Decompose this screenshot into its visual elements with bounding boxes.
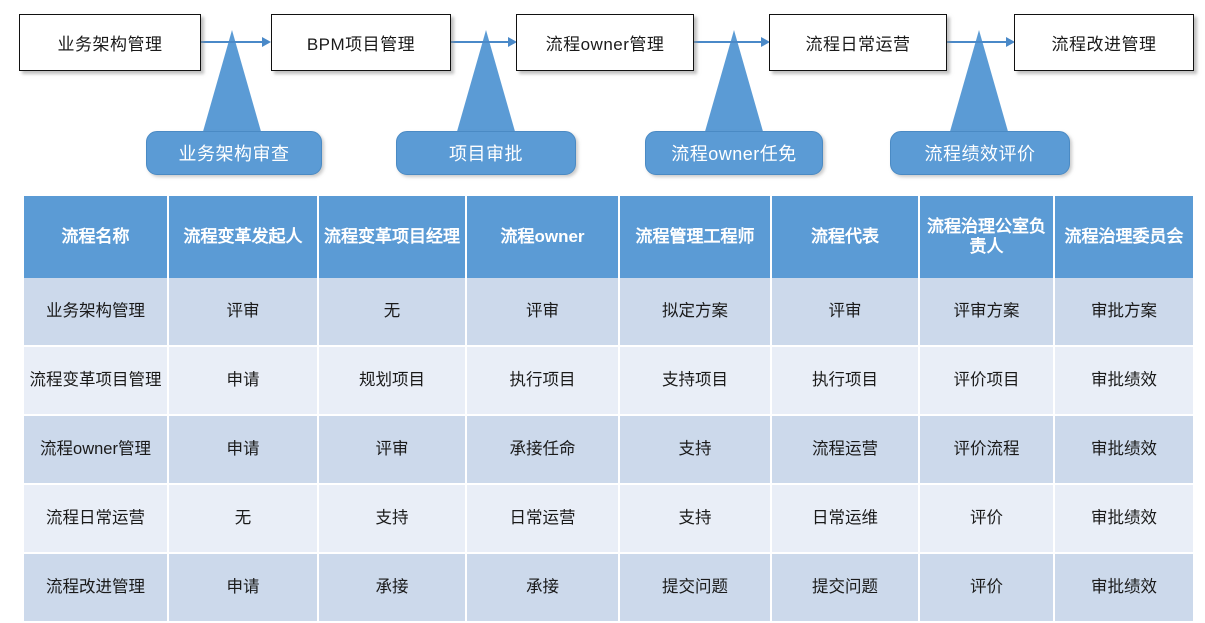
arrow-shaft (946, 41, 1007, 44)
cell-value: 评价 (920, 554, 1055, 623)
cell-value: 拟定方案 (620, 278, 772, 347)
cell-process-name: 流程变革项目管理 (24, 347, 169, 416)
process-box-business-architecture[interactable]: 业务架构管理 (19, 14, 201, 71)
cell-value: 提交问题 (620, 554, 772, 623)
arrow-shaft (693, 41, 762, 44)
cell-value: 支持 (620, 485, 772, 554)
cell-process-name: 流程owner管理 (24, 416, 169, 485)
table-row: 业务架构管理 评审 无 评审 拟定方案 评审 评审方案 审批方案 (24, 278, 1193, 347)
cell-value: 日常运营 (467, 485, 620, 554)
cell-value: 流程运营 (772, 416, 920, 485)
cell-value: 无 (319, 278, 467, 347)
cell-value: 规划项目 (319, 347, 467, 416)
cell-value: 评价项目 (920, 347, 1055, 416)
responsibility-matrix-table: 流程名称 流程变革发起人 流程变革项目经理 流程owner 流程管理工程师 流程… (24, 196, 1193, 623)
cell-value: 执行项目 (772, 347, 920, 416)
up-triangle-1-icon (202, 30, 262, 135)
flow-arrow-1 (200, 35, 272, 49)
process-box-label: 业务架构管理 (57, 35, 163, 54)
arrow-head-icon (262, 37, 271, 47)
cell-value: 评审 (319, 416, 467, 485)
up-triangle-4-icon (949, 30, 1009, 135)
process-box-label: BPM项目管理 (306, 35, 416, 54)
pill-label-project-approval[interactable]: 项目审批 (396, 131, 576, 175)
column-header-process-owner[interactable]: 流程owner (467, 196, 620, 278)
pill-label-performance-evaluation[interactable]: 流程绩效评价 (890, 131, 1070, 175)
flow-arrow-4 (946, 35, 1016, 49)
cell-process-name: 流程改进管理 (24, 554, 169, 623)
cell-process-name: 流程日常运营 (24, 485, 169, 554)
table-row: 流程改进管理 申请 承接 承接 提交问题 提交问题 评价 审批绩效 (24, 554, 1193, 623)
cell-value: 评审 (772, 278, 920, 347)
process-box-daily-operation[interactable]: 流程日常运营 (769, 14, 947, 71)
cell-value: 评审 (467, 278, 620, 347)
table-row: 流程日常运营 无 支持 日常运营 支持 日常运维 评价 审批绩效 (24, 485, 1193, 554)
cell-value: 申请 (169, 347, 319, 416)
table-header: 流程名称 流程变革发起人 流程变革项目经理 流程owner 流程管理工程师 流程… (24, 196, 1193, 278)
pill-label-architecture-review[interactable]: 业务架构审查 (146, 131, 322, 175)
pill-label-text: 项目审批 (449, 144, 523, 164)
cell-value: 提交问题 (772, 554, 920, 623)
up-triangle-3-icon (704, 30, 764, 135)
cell-value: 执行项目 (467, 347, 620, 416)
arrow-head-icon (761, 37, 770, 47)
cell-value: 无 (169, 485, 319, 554)
cell-value: 审批绩效 (1055, 554, 1193, 623)
flow-arrow-3 (693, 35, 771, 49)
flow-arrow-2 (450, 35, 518, 49)
up-triangle-2-icon (456, 30, 516, 135)
column-header-change-initiator[interactable]: 流程变革发起人 (169, 196, 319, 278)
column-header-process-engineer[interactable]: 流程管理工程师 (620, 196, 772, 278)
table-row: 流程变革项目管理 申请 规划项目 执行项目 支持项目 执行项目 评价项目 审批绩… (24, 347, 1193, 416)
cell-value: 评价流程 (920, 416, 1055, 485)
process-box-bpm-project[interactable]: BPM项目管理 (271, 14, 451, 71)
cell-value: 支持 (620, 416, 772, 485)
cell-value: 评审 (169, 278, 319, 347)
cell-value: 评审方案 (920, 278, 1055, 347)
pill-label-text: 流程绩效评价 (924, 144, 1036, 164)
arrow-shaft (200, 41, 263, 44)
cell-value: 承接任命 (467, 416, 620, 485)
column-header-process-name[interactable]: 流程名称 (24, 196, 169, 278)
cell-value: 评价 (920, 485, 1055, 554)
cell-value: 支持 (319, 485, 467, 554)
arrow-shaft (450, 41, 509, 44)
column-header-governance-office-head[interactable]: 流程治理公室负责人 (920, 196, 1055, 278)
process-box-label: 流程改进管理 (1051, 35, 1157, 54)
column-header-change-project-manager[interactable]: 流程变革项目经理 (319, 196, 467, 278)
process-box-label: 流程日常运营 (805, 35, 911, 54)
arrow-head-icon (508, 37, 517, 47)
cell-value: 申请 (169, 554, 319, 623)
cell-value: 审批绩效 (1055, 485, 1193, 554)
column-header-governance-committee[interactable]: 流程治理委员会 (1055, 196, 1193, 278)
arrow-head-icon (1006, 37, 1015, 47)
cell-value: 申请 (169, 416, 319, 485)
process-box-process-improvement[interactable]: 流程改进管理 (1014, 14, 1194, 71)
cell-value: 支持项目 (620, 347, 772, 416)
pill-label-owner-appointment[interactable]: 流程owner任免 (645, 131, 823, 175)
table-body: 业务架构管理 评审 无 评审 拟定方案 评审 评审方案 审批方案 流程变革项目管… (24, 278, 1193, 623)
cell-value: 审批方案 (1055, 278, 1193, 347)
table-header-row: 流程名称 流程变革发起人 流程变革项目经理 流程owner 流程管理工程师 流程… (24, 196, 1193, 278)
process-flow-diagram: 业务架构管理 BPM项目管理 流程owner管理 流程日常运营 流程改进管理 业… (0, 0, 1205, 190)
cell-value: 承接 (467, 554, 620, 623)
cell-value: 审批绩效 (1055, 416, 1193, 485)
cell-process-name: 业务架构管理 (24, 278, 169, 347)
column-header-process-representative[interactable]: 流程代表 (772, 196, 920, 278)
pill-label-text: 流程owner任免 (671, 144, 797, 164)
cell-value: 审批绩效 (1055, 347, 1193, 416)
pill-label-text: 业务架构审查 (178, 144, 290, 164)
cell-value: 日常运维 (772, 485, 920, 554)
process-box-process-owner[interactable]: 流程owner管理 (516, 14, 694, 71)
process-box-label: 流程owner管理 (545, 35, 665, 54)
cell-value: 承接 (319, 554, 467, 623)
table-row: 流程owner管理 申请 评审 承接任命 支持 流程运营 评价流程 审批绩效 (24, 416, 1193, 485)
